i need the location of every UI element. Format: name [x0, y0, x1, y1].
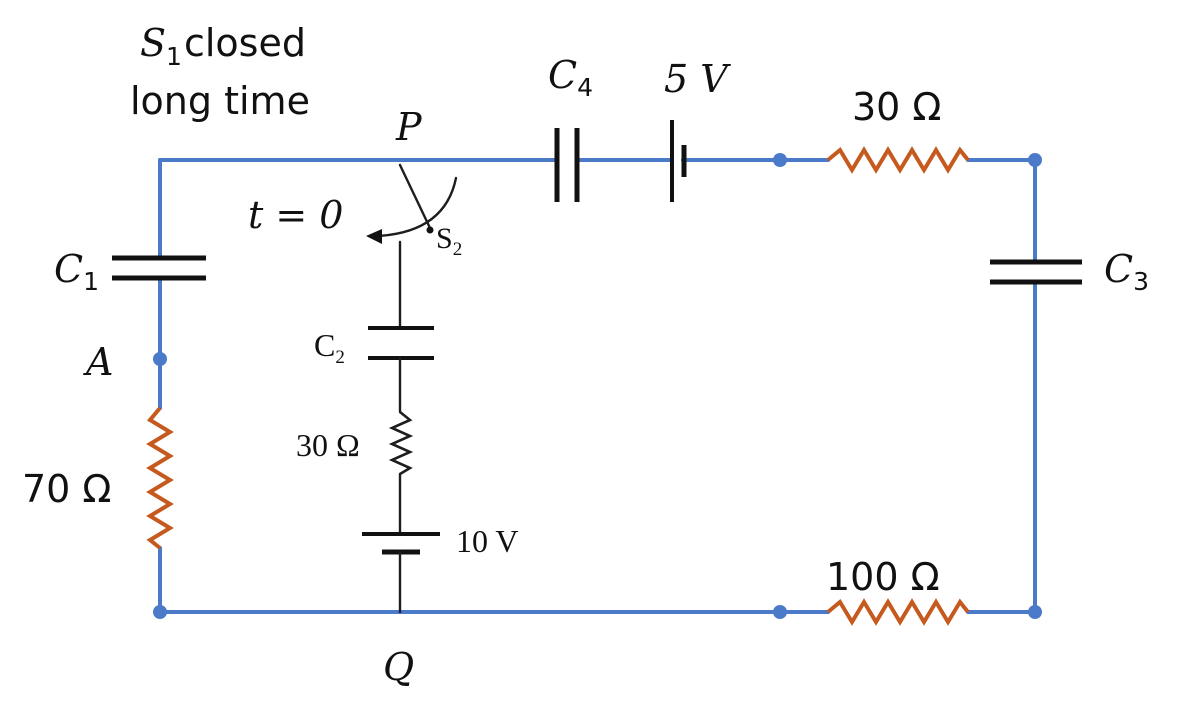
node-dots	[153, 153, 1042, 619]
node-bottom-left-dot	[153, 605, 167, 619]
resistor-left-70-label: 70 Ω	[22, 467, 111, 511]
switch-arrow	[376, 176, 458, 238]
outer-wires	[158, 158, 1037, 614]
battery-5v	[670, 120, 687, 202]
capacitor-c2-label: C2	[314, 327, 345, 368]
resistor-top-30-label: 30 Ω	[852, 85, 941, 129]
resistor-bottom-100-label: 100 Ω	[826, 555, 940, 599]
switch-arrow-head	[366, 229, 382, 244]
capacitor-c1-label: C1	[54, 247, 99, 296]
capacitor-c1-symbol: C	[54, 247, 83, 291]
node-top-30-left-dot	[773, 153, 787, 167]
node-top-right-dot	[1028, 153, 1042, 167]
annotation-s-subscript: 1	[166, 42, 182, 71]
capacitor-c3-symbol: C	[1104, 247, 1133, 291]
node-bottom-100-left-dot	[773, 605, 787, 619]
resistor-top-30	[826, 146, 970, 174]
switch-s2-blade	[398, 163, 432, 230]
capacitor-c4-subscript: 4	[577, 73, 593, 102]
capacitor-c1	[112, 255, 206, 281]
switch-s2-contact	[426, 226, 434, 234]
switch-time-label: t = 0	[248, 193, 343, 237]
capacitor-c4	[554, 128, 580, 202]
node-bottom-right-dot	[1028, 605, 1042, 619]
switch-s2-subscript: 2	[453, 239, 463, 260]
middle-branch	[362, 163, 458, 614]
resistor-middle-30-label: 30 Ω	[296, 427, 360, 463]
capacitor-c4-symbol: C	[548, 53, 577, 97]
annotation-line2: long time	[130, 79, 310, 123]
resistor-middle-30	[388, 410, 414, 476]
battery-10v-label: 10 V	[456, 523, 519, 559]
battery-5v-label: 5 V	[664, 57, 731, 101]
switch-s2-label: S2	[436, 222, 462, 260]
node-q-label: Q	[383, 645, 414, 689]
capacitor-c3-label: C3	[1104, 247, 1149, 296]
annotation-line1: S1closed	[140, 21, 306, 71]
node-a-label: A	[83, 340, 113, 384]
capacitor-c2-symbol: C	[314, 327, 335, 363]
annotation-s-symbol: S	[140, 21, 166, 65]
annotation-closed-text: closed	[184, 21, 306, 65]
node-a-dot	[153, 352, 167, 366]
resistor-left-70	[146, 406, 174, 550]
capacitor-c1-subscript: 1	[83, 267, 99, 296]
capacitor-c2-subscript: 2	[335, 347, 345, 368]
capacitor-c3-subscript: 3	[1133, 267, 1149, 296]
resistor-bottom-100	[826, 598, 970, 626]
node-p-label: P	[395, 105, 423, 149]
capacitor-c4-label: C4	[548, 53, 593, 102]
capacitor-c3	[990, 259, 1082, 285]
switch-s2-symbol: S	[436, 222, 453, 255]
